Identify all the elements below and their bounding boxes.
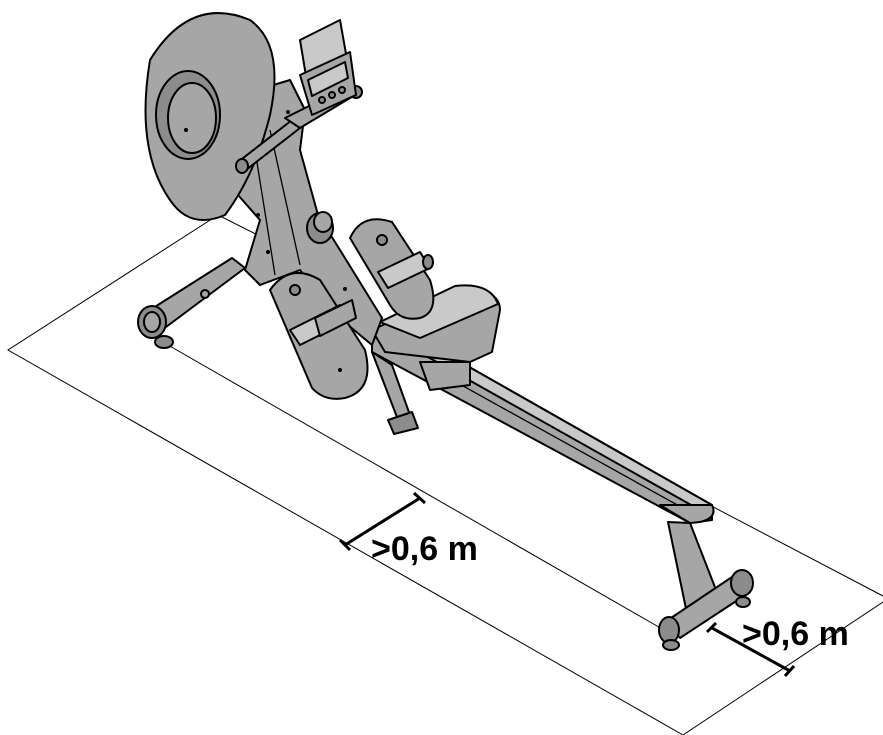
front-stabilizer [137,257,246,349]
side-dimension-tick-start [338,538,352,552]
rear-dimension-tick-start [705,621,718,634]
left-footplate [269,271,369,400]
rear-dimension-tick-end [783,664,796,678]
clearance-boundary-line [7,214,684,735]
front-support-leg [371,351,419,435]
side-dimension: >0,6 m [338,491,478,568]
rear-dimension-line [711,626,791,673]
side-dimension-line [344,496,421,547]
rear-support-leg [658,521,754,651]
seat [371,284,501,391]
rear-dimension: >0,6 m [705,615,849,678]
machine-footprint-right-line [699,499,883,597]
right-footplate [349,218,435,320]
side-dimension-tick-end [412,491,427,505]
rear-clearance-label: >0,6 m [742,615,849,653]
performance-monitor [299,19,357,116]
side-clearance-label: >0,6 m [371,530,478,568]
resistance-knob [306,211,334,244]
machine-footprint-left-line [167,344,665,631]
rowing-machine [137,12,754,651]
